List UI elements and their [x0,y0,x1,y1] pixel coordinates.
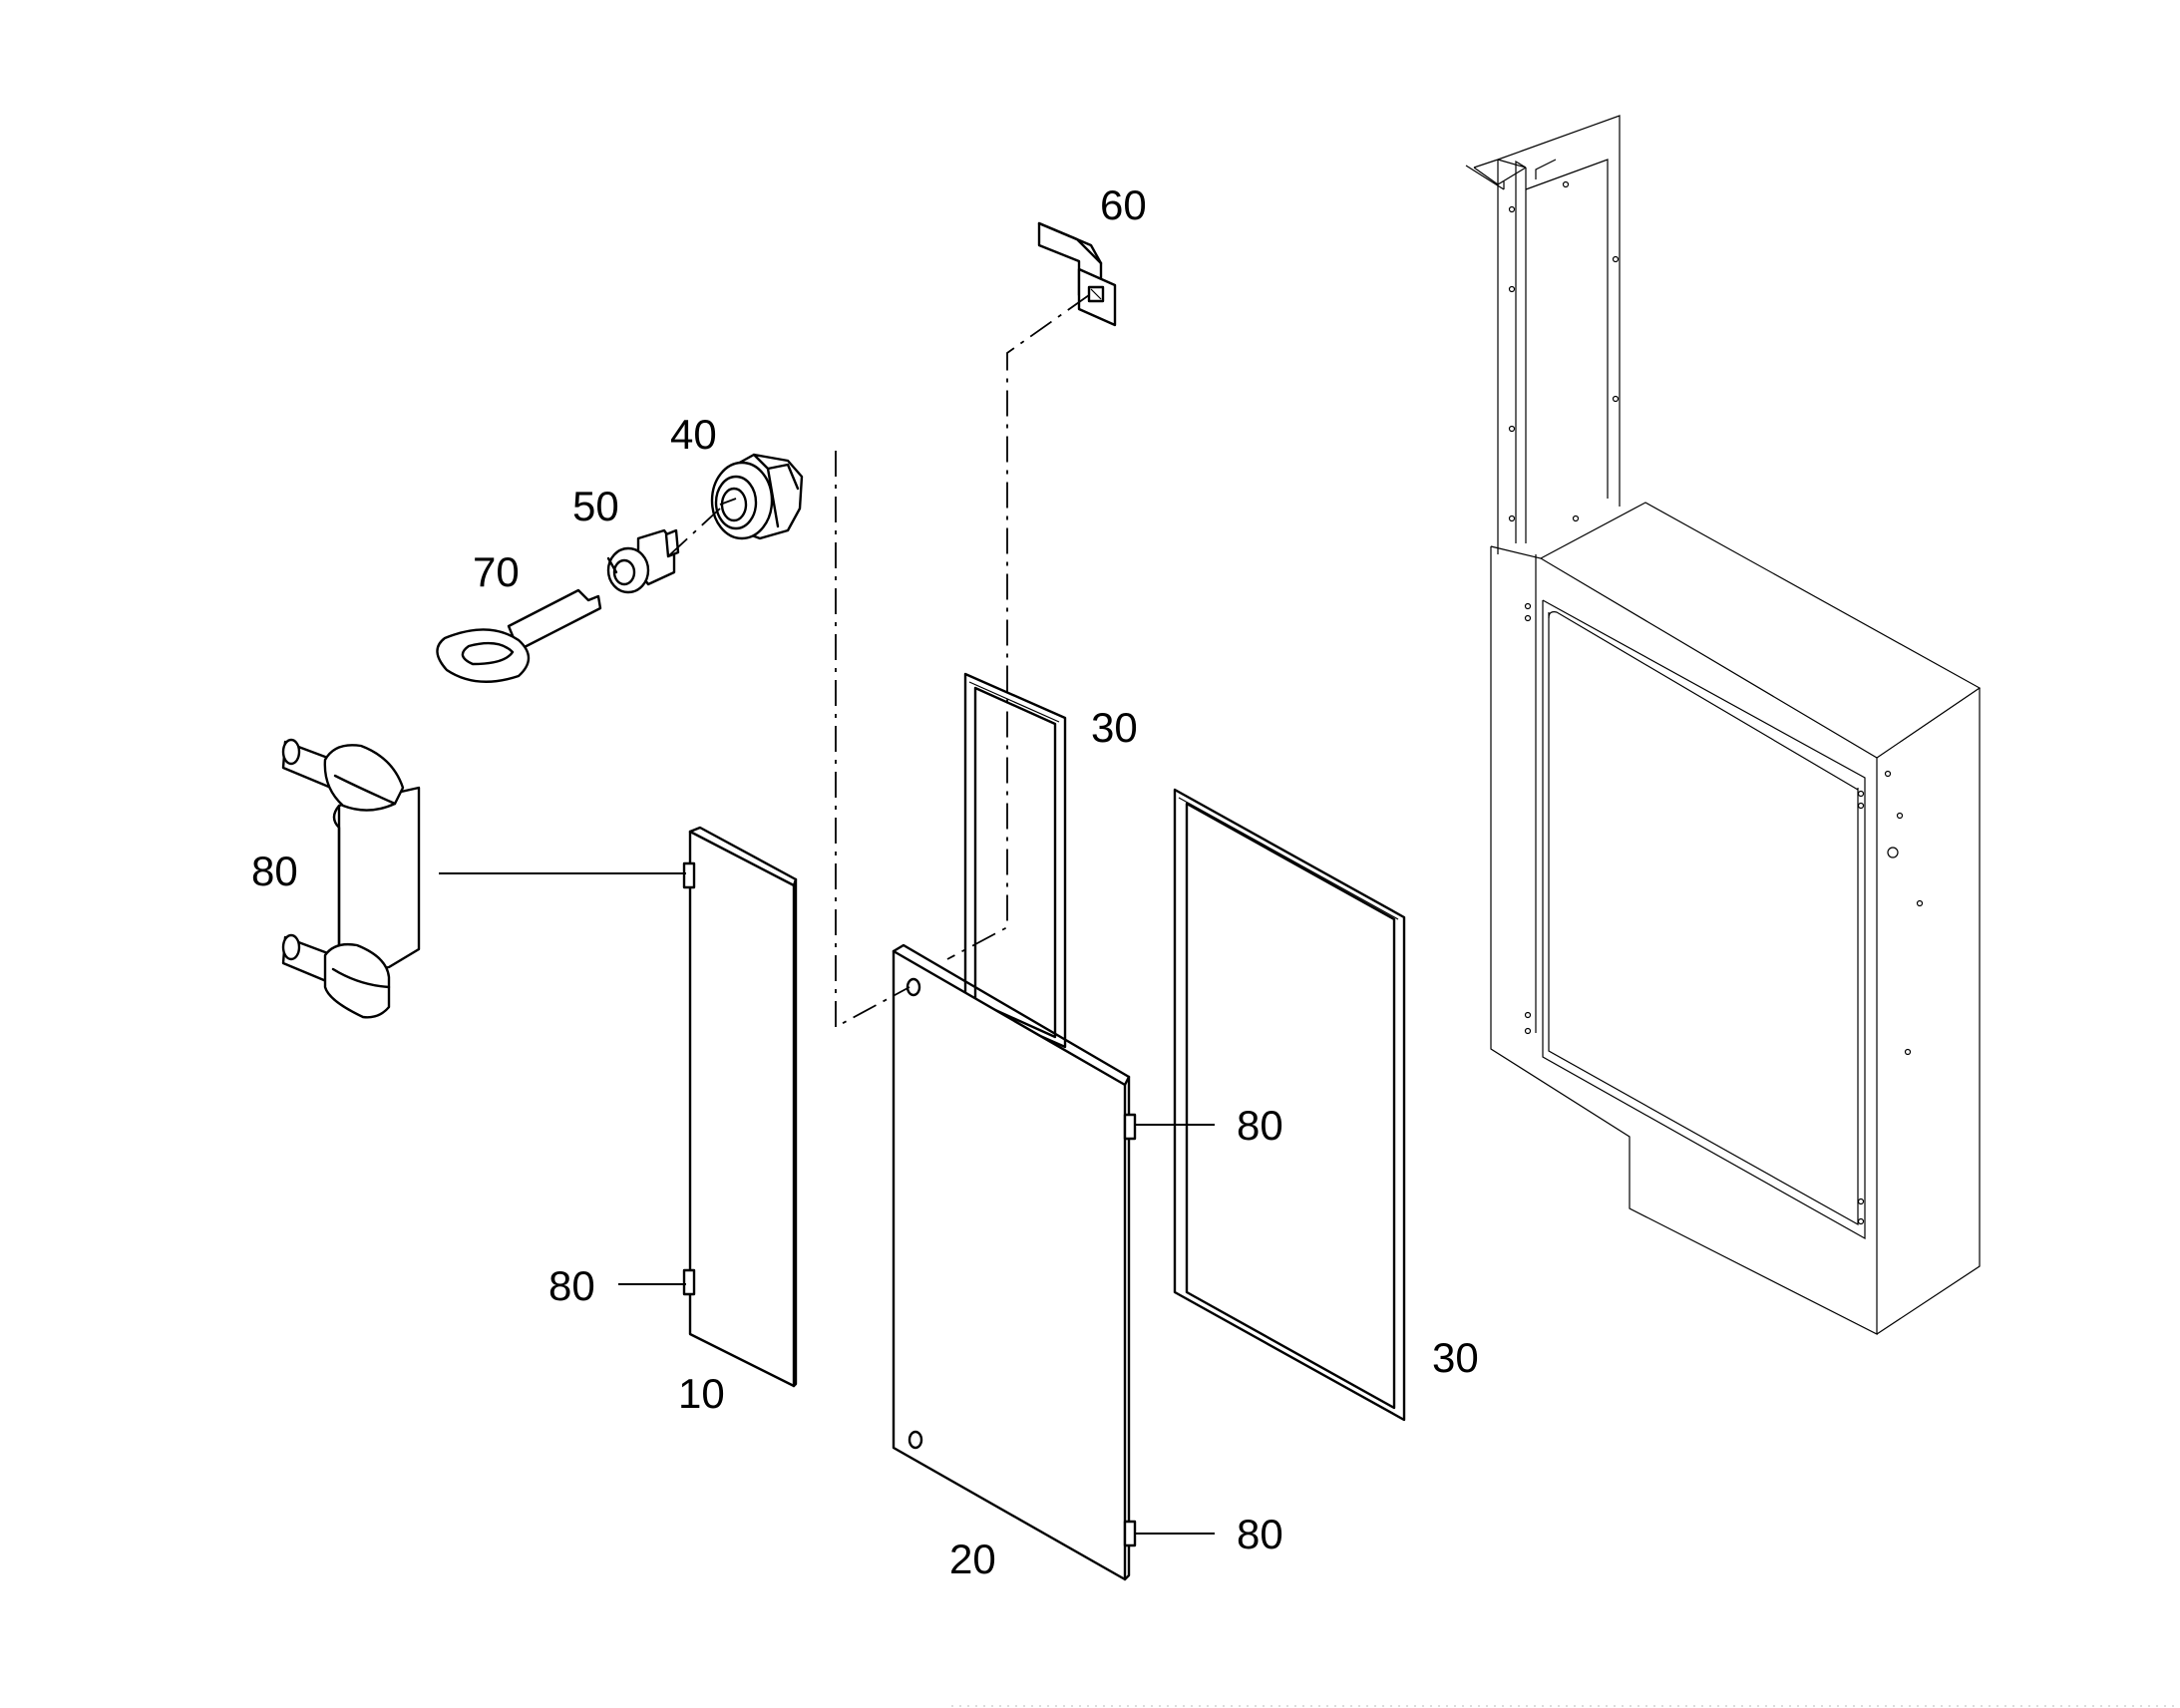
callout-50: 50 [572,483,619,529]
part-30-gasket-large [1173,788,1406,1422]
callout-40: 40 [670,411,717,458]
callout-70: 70 [473,548,520,595]
callout-20: 20 [949,1536,996,1582]
part-50-cam [606,528,680,594]
callout-80-hinge: 80 [251,848,298,894]
cabinet-duct [1465,115,1621,554]
callout-10: 10 [678,1370,725,1417]
leader-lines [439,294,1215,1535]
callout-80-right-top: 80 [1237,1102,1283,1149]
callout-30-top: 30 [1091,704,1138,751]
cabinet-enclosure [1465,115,1982,1335]
callout-80-left-bottom: 80 [548,1262,595,1309]
part-80-hinge [281,738,421,1019]
cabinet-body [1490,502,1982,1335]
callout-30-bottom: 30 [1432,1334,1479,1381]
callout-labels: 60 40 50 70 30 80 80 80 10 30 20 80 [251,181,1479,1582]
part-40-lock-cylinder [710,453,804,540]
callout-60: 60 [1100,181,1147,228]
part-70-key [436,588,602,683]
part-20-door [892,943,1137,1581]
part-10-door-narrow [682,826,798,1388]
callout-80-right-bottom: 80 [1237,1511,1283,1557]
part-30-gasket-narrow [963,672,1067,1049]
part-60-bracket [1037,221,1117,327]
